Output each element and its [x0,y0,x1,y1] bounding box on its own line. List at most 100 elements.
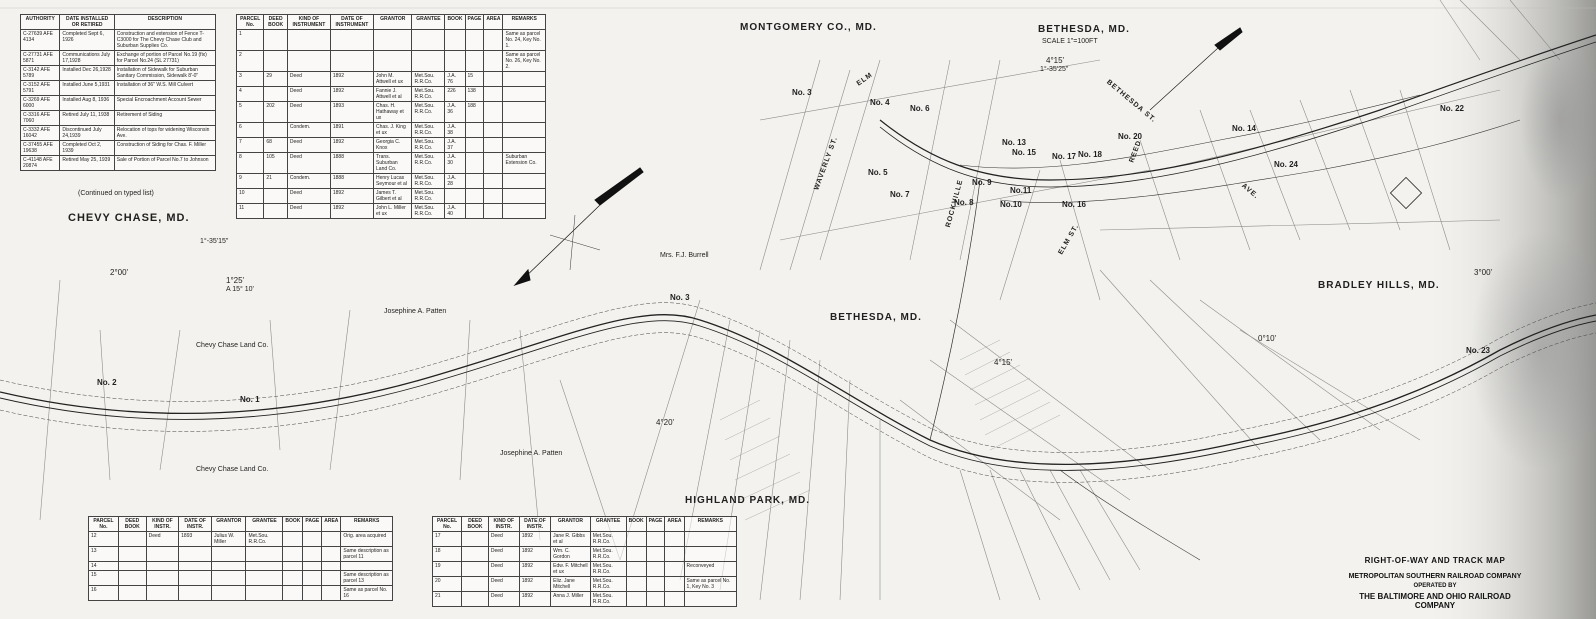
table-cell [178,570,213,586]
table-cell: 29 [263,71,288,87]
curve-label: 1°-35'25" [1040,66,1069,73]
table-cell [464,29,485,51]
table-cell [321,561,342,571]
table-cell [321,570,342,586]
table-header: AREA [664,516,685,532]
table-cell: 21 [263,173,288,189]
table-cell: 5 [235,101,265,123]
branch-siding [999,119,1521,203]
table-cell: Wm. C. Gordon [550,546,591,562]
region-bethesda-top: BETHESDA, MD. [1038,24,1130,35]
table-cell: 15 [464,71,485,87]
landowner-label: Chevy Chase Land Co. [196,342,269,349]
table-cell [263,122,288,138]
region-montgomery-county: MONTGOMERY CO., MD. [740,22,877,33]
table-cell [461,546,489,562]
table-header: DATE OF INSTR. [518,516,552,532]
table-header: PARCEL No. [235,14,265,30]
table-cell [483,101,504,123]
table-cell: Deed [286,86,331,102]
map-smudge [1470,230,1596,470]
table-continuation-note: (Continued on typed list) [78,190,154,197]
table-cell: Completed Sept 6, 1926 [59,29,115,51]
table-cell: Reconveyed [683,561,738,577]
station-label: No. 3 [792,88,812,97]
table-cell [502,203,546,219]
region-highland-park: HIGHLAND PARK, MD. [685,495,811,506]
table-cell [483,86,504,102]
table-cell [664,546,685,562]
table-cell [444,50,466,72]
table-cell [282,546,304,562]
table-cell [411,50,446,72]
table-header: BOOK [282,516,304,532]
table-cell: C-27639 AFE 4134 [19,29,61,51]
table-cell [373,29,413,51]
table-cell: 1892 [329,188,375,204]
table-cell [483,152,504,174]
station-label: No. 1 [240,395,260,404]
table-cell: Special Encroachment Account Sewer [113,95,217,111]
table-cell [117,570,147,586]
table-cell: Discontinued July 24,1939 [59,125,115,141]
table-cell: 18 [431,546,463,562]
table-cell [329,29,375,51]
table-cell: 16 [88,585,119,601]
table-cell: 21 [431,591,463,607]
region-bradley-hills: BRADLEY HILLS, MD. [1318,280,1440,291]
table-cell [464,50,485,72]
table-cell: Julius W. Miller [211,531,247,547]
table-cell [282,585,304,601]
table-cell: Met.Sou. R.R.Co. [411,152,446,174]
table-cell [625,561,647,577]
table-cell: C-37455 AFE 19638 [19,140,61,156]
spur-track [1059,469,1201,561]
table-cell: Jane R. Gibbs et al [550,531,591,547]
table-cell: 19 [431,561,463,577]
table-cell: Same as parcel No. 1, Key No. 3 [683,576,738,592]
curve-label: A 15° 10' [226,286,254,293]
table-cell: 1893 [178,531,213,547]
operated-by: OPERATED BY [1413,583,1457,589]
table-cell: James T. Gilbert et al [373,188,413,204]
station-label: No. 4 [870,98,890,107]
table-cell [321,546,342,562]
station-label: No. 16 [1062,200,1087,209]
table-cell [245,561,284,571]
table-cell [461,591,489,607]
station-label: No. 13 [1002,138,1027,147]
table-header: REMARKS [683,516,738,532]
table-cell [464,122,485,138]
curve-label: 1°-35'15" [200,238,229,245]
table-cell [461,531,489,547]
station-label: No. 23 [1466,346,1491,355]
table-cell: 12 [88,531,119,547]
table-cell: 1892 [518,531,552,547]
table-cell: Met.Sou. R.R.Co. [245,531,284,547]
table-header: DEED BOOK [117,516,147,532]
table-cell [483,188,504,204]
table-cell: 9 [235,173,265,189]
table-row: 14 [88,561,393,571]
table-cell: 1888 [329,152,375,174]
table-cell [645,576,666,592]
table-cell [145,561,180,571]
table-cell [625,546,647,562]
table-cell [683,591,738,607]
branch-siding [959,94,1421,169]
table-cell [444,29,466,51]
table-cell: 2 [235,50,265,72]
station-label: No. 14 [1232,124,1257,133]
table-header: BOOK [625,516,647,532]
table-cell: 13 [88,546,119,562]
